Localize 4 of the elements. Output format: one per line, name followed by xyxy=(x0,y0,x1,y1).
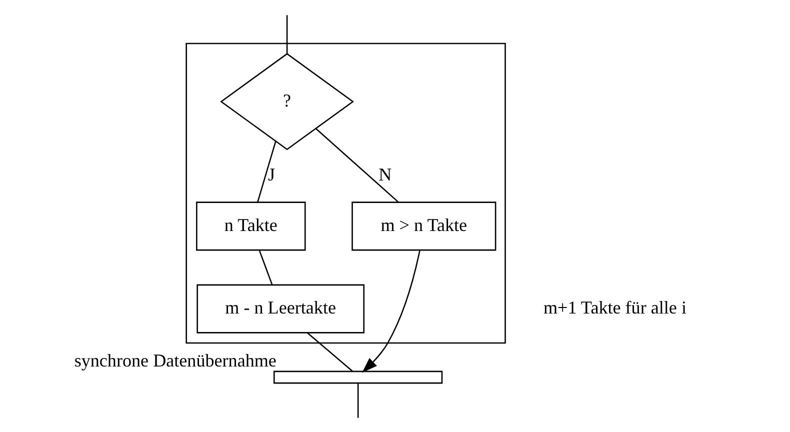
edge-label: J xyxy=(268,164,275,184)
node-label: m+1 Takte für alle i xyxy=(542,297,686,318)
node-label: synchrone Datenübernahme xyxy=(74,350,276,370)
edge-label: N xyxy=(378,164,392,184)
